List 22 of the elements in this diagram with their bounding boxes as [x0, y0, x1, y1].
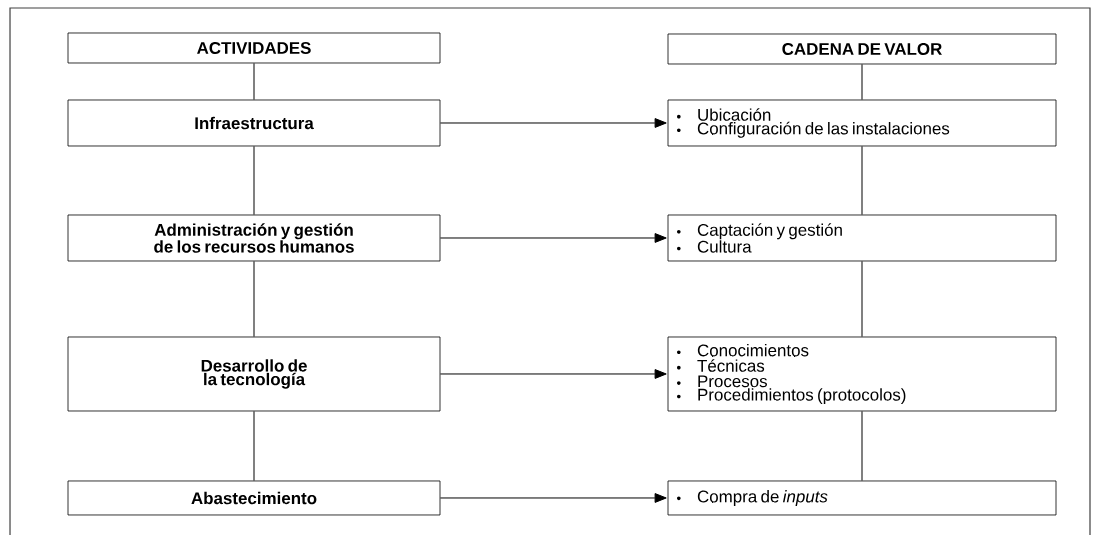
arrow [439, 118, 667, 128]
value-box: Ubicación Configuración de las instalaciones [667, 99, 1057, 147]
connector-line [253, 410, 255, 482]
connector-line [253, 62, 255, 101]
header-box: ACTIVIDADES [67, 32, 441, 64]
header-box: CADENA DE VALOR [667, 33, 1057, 65]
connector-line [861, 410, 863, 482]
activity-box: Administración y gestión de los recursos humanos [67, 214, 441, 262]
arrow [439, 233, 667, 243]
connector-line [861, 260, 863, 338]
arrow [439, 369, 667, 379]
connector-line [253, 260, 255, 338]
arrow [439, 493, 667, 503]
connector-line [861, 145, 863, 216]
activity-box: Abastecimiento [67, 480, 441, 516]
activity-box: Desarrollo de la tecnología [67, 336, 441, 412]
value-box: Captación y gestión Cultura [667, 214, 1057, 262]
connector-line [253, 145, 255, 216]
connector-line [861, 63, 863, 101]
value-box: Compra de inputs [667, 480, 1057, 516]
activity-box: Infraestructura [67, 99, 441, 147]
value-box: Conocimientos Técnicas Procesos Procedimientos (protocolos) [667, 336, 1057, 412]
